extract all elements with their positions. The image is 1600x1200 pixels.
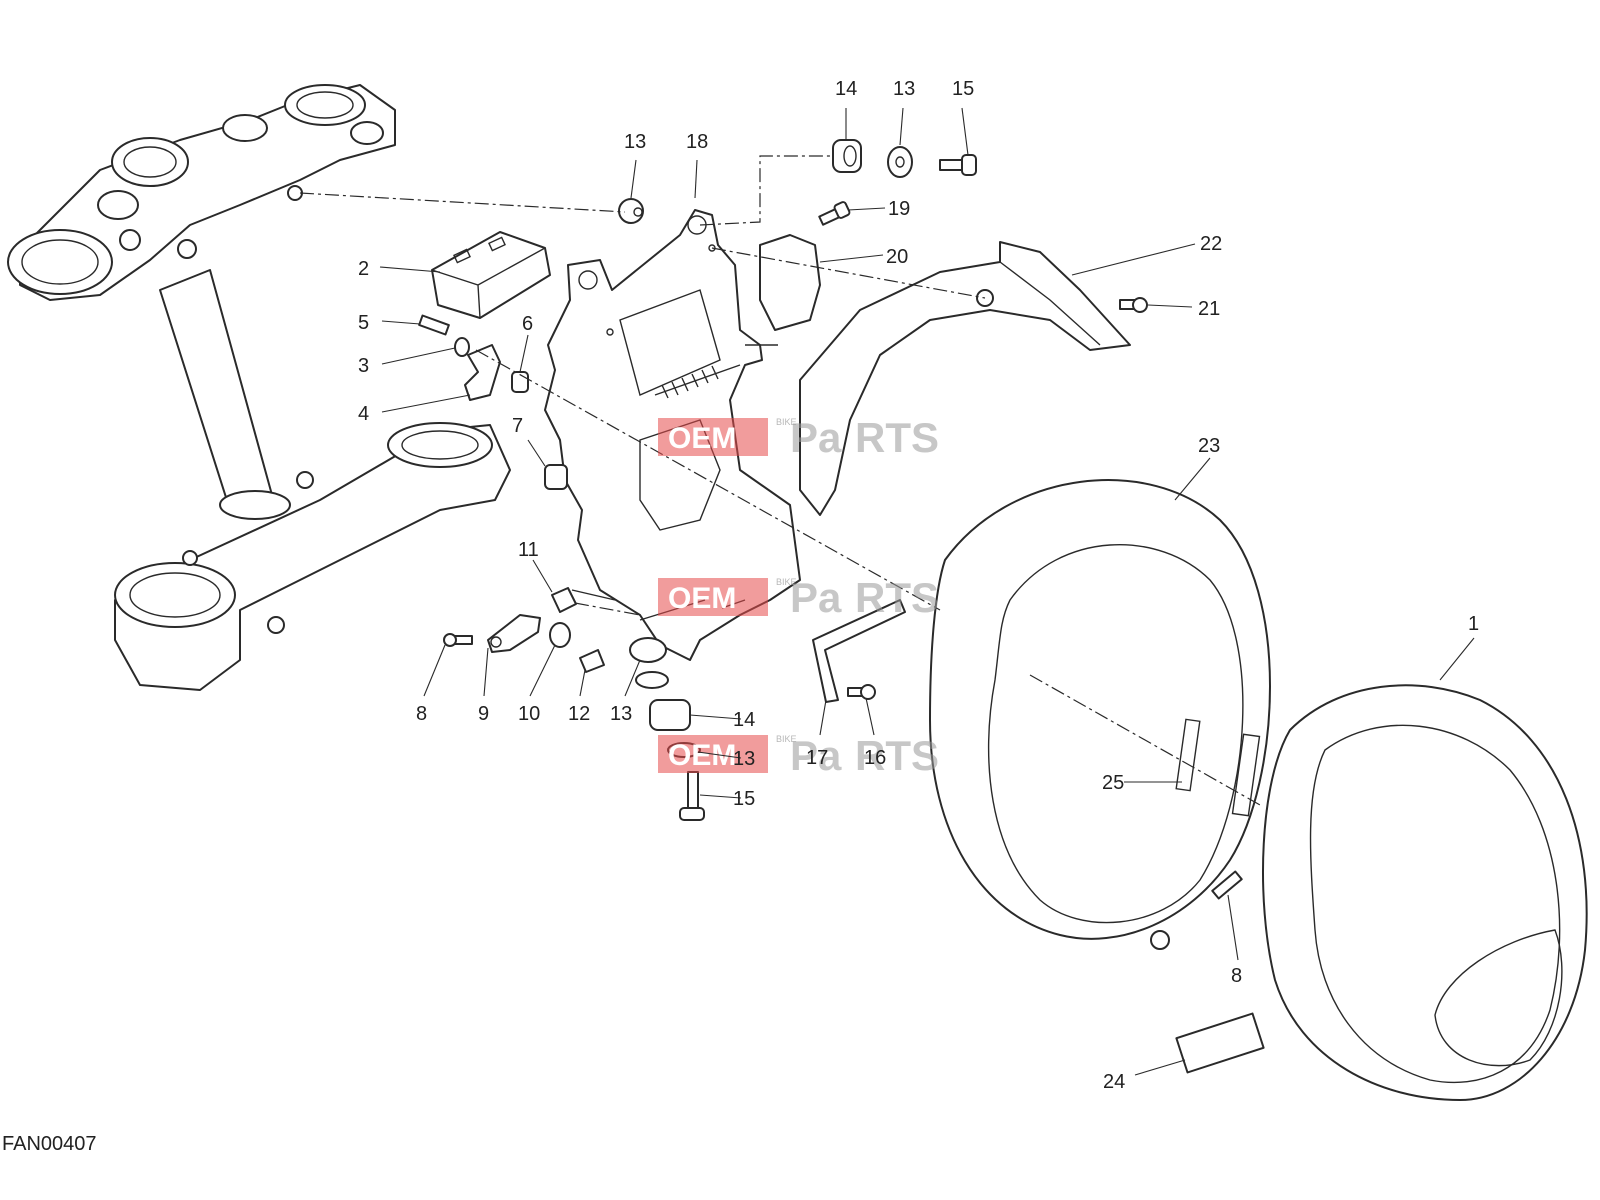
- front-fender-upper: [799, 241, 1131, 516]
- watermark: OEM BIKE Pa RTS OEM BIKE Pa RTS OEM BIKE…: [658, 414, 939, 779]
- callout-18: 18: [686, 131, 708, 153]
- headlight-shell: [929, 479, 1271, 950]
- callout-4: 4: [358, 403, 369, 425]
- svg-text:Pa: Pa: [790, 732, 842, 779]
- callout-3: 3: [358, 355, 369, 377]
- triple-clamp-assembly: [7, 84, 511, 691]
- callout-1: 1: [1468, 613, 1479, 635]
- watermark-rts: RTS: [855, 414, 939, 461]
- callout-13-lower: 13: [733, 748, 755, 770]
- callout-17: 17: [806, 747, 828, 769]
- cover: [759, 234, 821, 331]
- callouts: 1 2 3 4 5 6 7 8 8 9 10 11 12 13 13 13 13…: [358, 78, 1479, 1093]
- callout-11: 11: [518, 539, 539, 561]
- svg-text:Pa: Pa: [790, 574, 842, 621]
- callout-15-lower: 15: [733, 788, 755, 810]
- callout-20: 20: [886, 246, 908, 268]
- callout-8-left: 8: [416, 703, 427, 725]
- svg-text:OEM: OEM: [668, 582, 736, 615]
- callout-19: 19: [888, 198, 910, 220]
- svg-text:RTS: RTS: [855, 732, 939, 779]
- svg-text:BIKE: BIKE: [776, 734, 797, 744]
- callout-13-topright: 13: [893, 78, 915, 100]
- callout-22: 22: [1200, 233, 1222, 255]
- watermark-1: OEM BIKE Pa RTS: [658, 414, 939, 461]
- watermark-oem: OEM: [668, 422, 736, 455]
- callout-2: 2: [358, 258, 369, 280]
- callout-24: 24: [1103, 1071, 1125, 1093]
- watermark-2: OEM BIKE Pa RTS: [658, 574, 939, 621]
- callout-9: 9: [478, 703, 489, 725]
- connector: [431, 231, 551, 319]
- callout-8-right: 8: [1231, 965, 1242, 987]
- callout-10: 10: [518, 703, 540, 725]
- svg-text:RTS: RTS: [855, 574, 939, 621]
- svg-text:BIKE: BIKE: [776, 577, 797, 587]
- callout-5: 5: [358, 312, 369, 334]
- callout-13-top: 13: [624, 131, 646, 153]
- callout-14-top: 14: [835, 78, 857, 100]
- callout-7: 7: [512, 415, 523, 437]
- callout-23: 23: [1198, 435, 1220, 457]
- callout-13-center: 13: [610, 703, 632, 725]
- callout-14-lower: 14: [733, 709, 755, 731]
- label-24: [1175, 1012, 1265, 1074]
- callout-21: 21: [1198, 298, 1220, 320]
- alignment-lines: [299, 155, 1261, 806]
- callout-15-top: 15: [952, 78, 974, 100]
- headlight-lens: [1262, 684, 1588, 1101]
- watermark-pa: Pa: [790, 414, 842, 461]
- diagram-code: FAN00407: [2, 1133, 97, 1155]
- watermark-bike: BIKE: [776, 417, 797, 427]
- callout-16: 16: [864, 747, 886, 769]
- leader-lines: [379, 107, 1475, 1076]
- callout-25: 25: [1102, 772, 1124, 794]
- callout-6: 6: [522, 313, 533, 335]
- watermark-3: OEM BIKE Pa RTS: [658, 732, 939, 779]
- callout-12: 12: [568, 703, 590, 725]
